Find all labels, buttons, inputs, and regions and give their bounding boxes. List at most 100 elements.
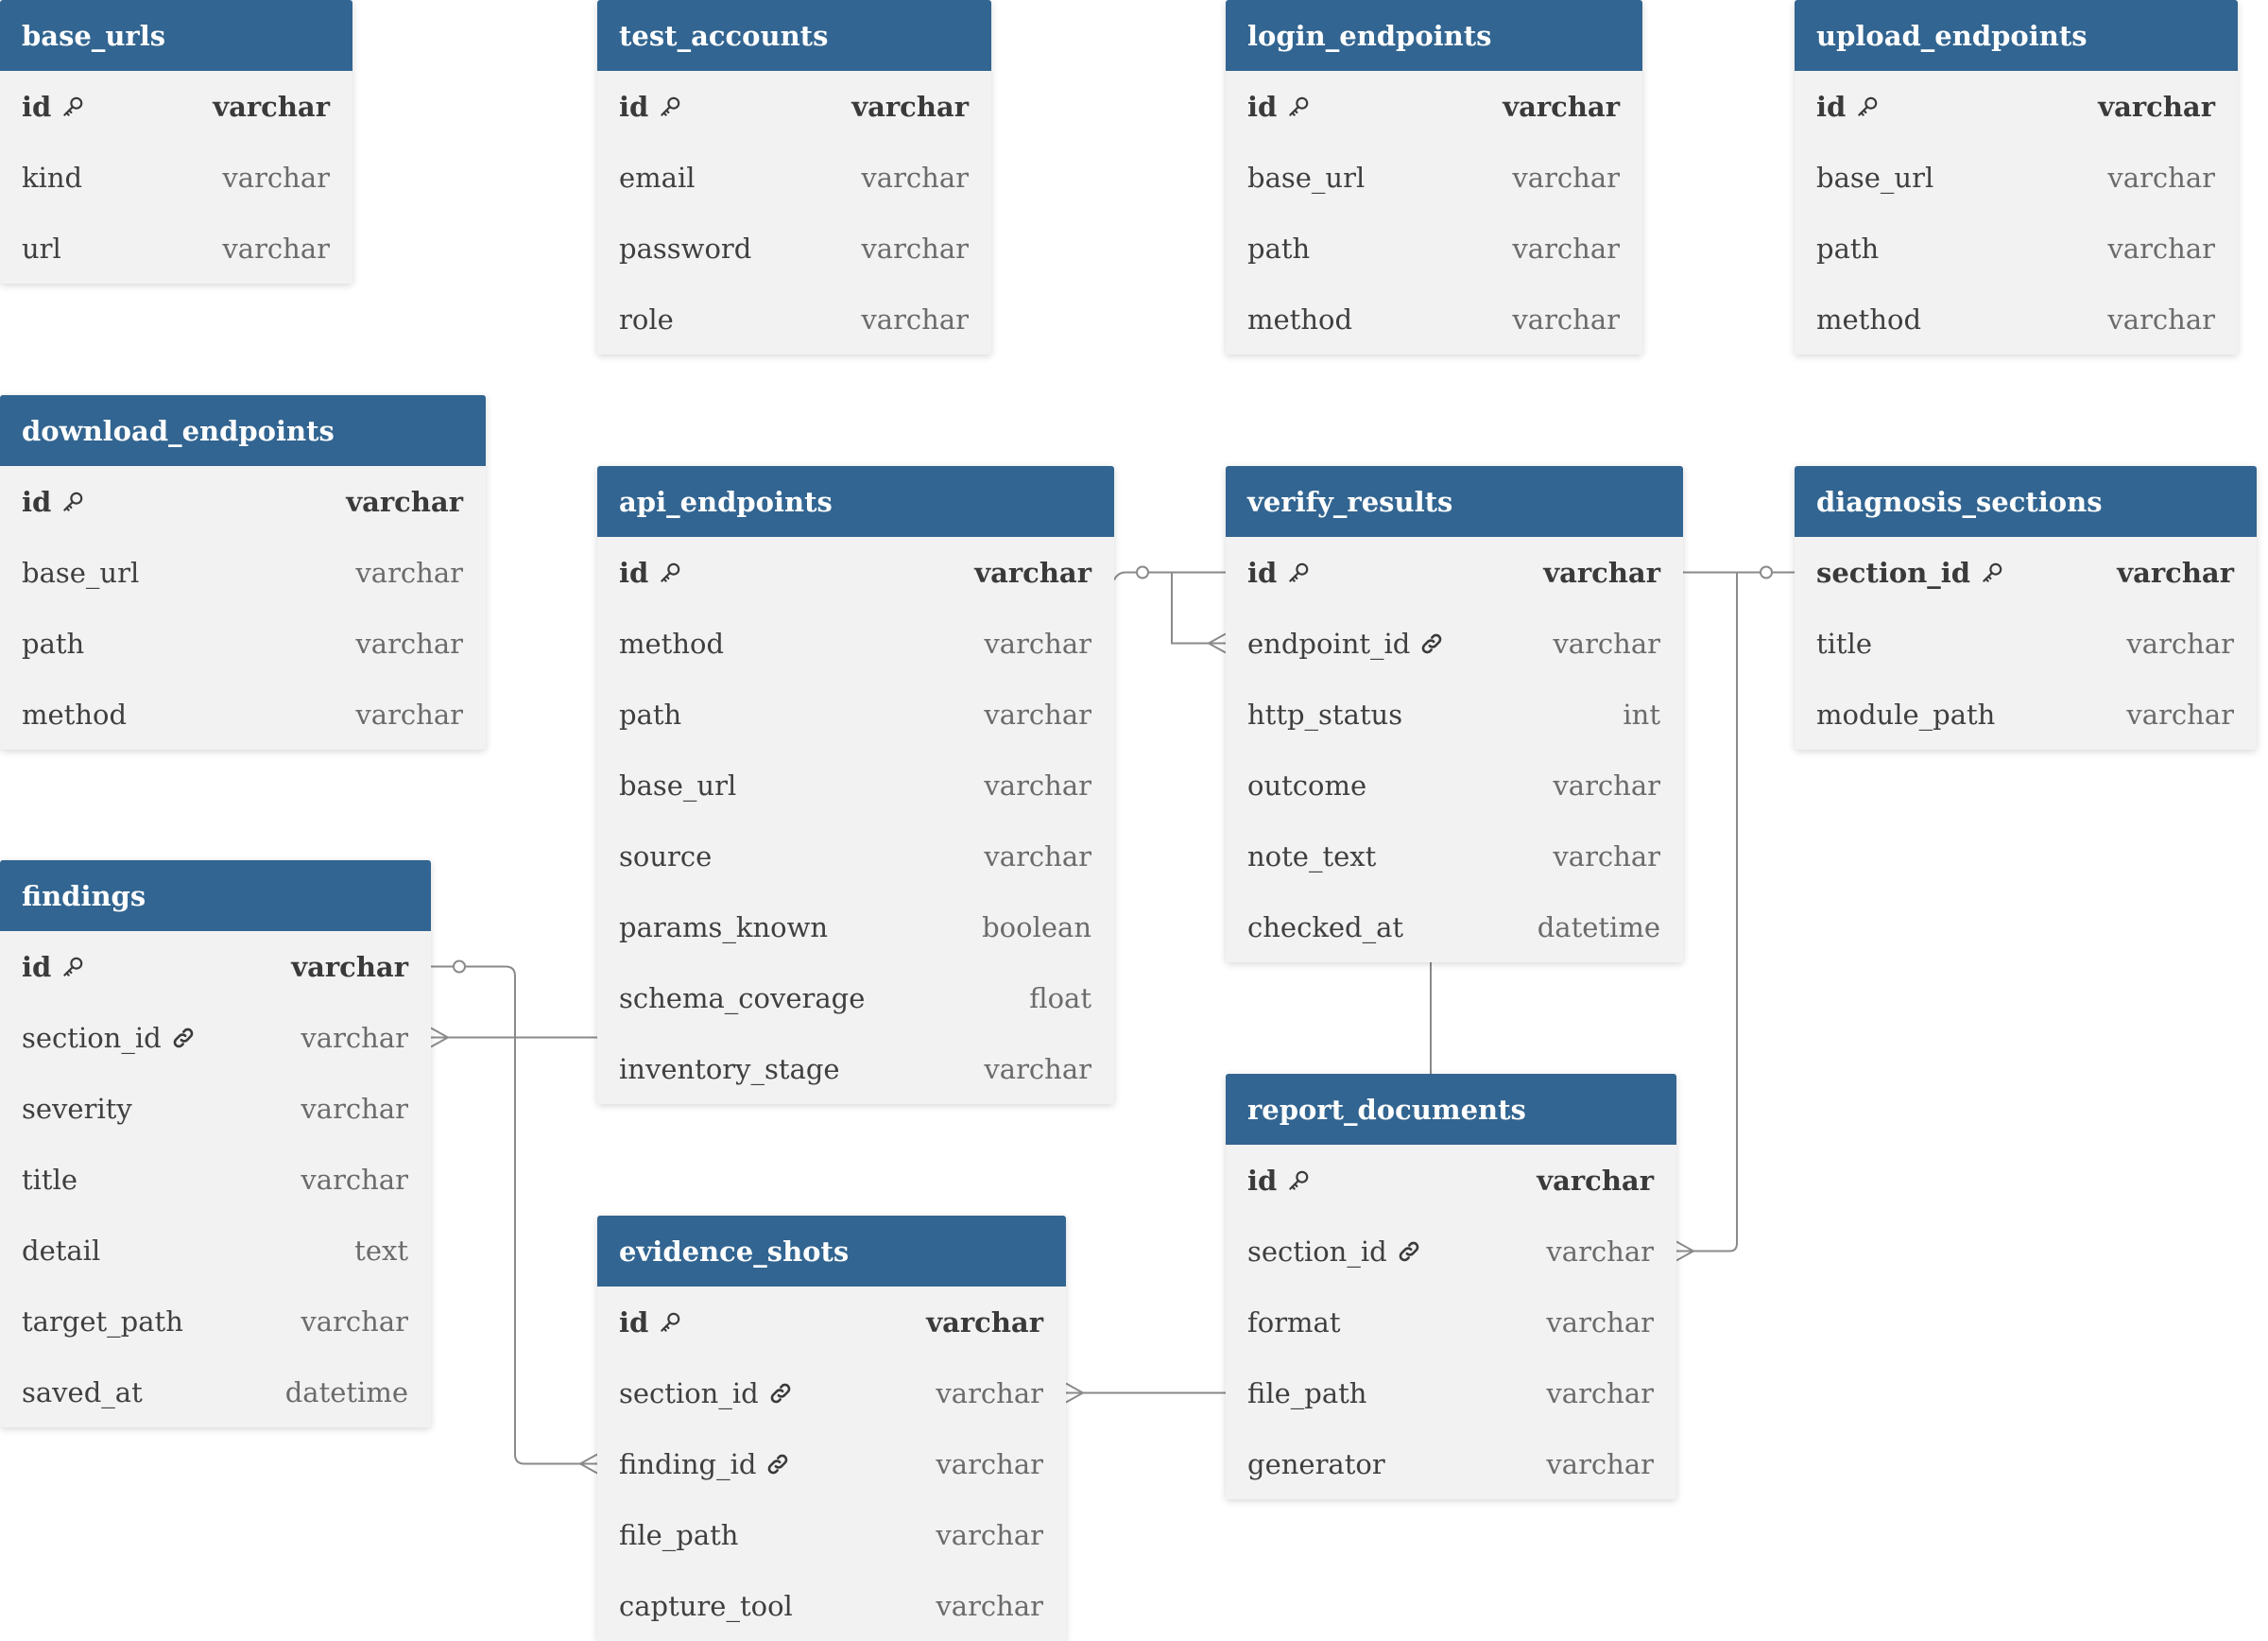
table-header[interactable]: findings <box>0 860 431 931</box>
column-name: section_id <box>1816 556 1971 589</box>
column-name-cell: section_id <box>22 1022 196 1054</box>
key-icon <box>658 561 682 585</box>
column-type: varchar <box>926 1305 1043 1339</box>
table-header[interactable]: diagnosis_sections <box>1795 466 2257 537</box>
column-name-cell: outcome <box>1247 769 1366 802</box>
column-type: varchar <box>301 1304 408 1338</box>
link-icon <box>171 1026 196 1050</box>
column-name: saved_at <box>22 1375 143 1408</box>
column-type: varchar <box>355 556 463 589</box>
table-header[interactable]: base_urls <box>0 0 352 71</box>
column-row[interactable]: saved_at datetime <box>0 1356 431 1427</box>
column-type: varchar <box>851 90 969 123</box>
table-header[interactable]: api_endpoints <box>597 466 1114 537</box>
column-type: varchar <box>974 556 1091 589</box>
column-name: url <box>22 232 61 265</box>
column-type: varchar <box>1546 1305 1654 1339</box>
column-name-cell: section_id <box>619 1377 793 1409</box>
table-header[interactable]: upload_endpoints <box>1795 0 2238 71</box>
column-name-cell: section_id <box>1816 557 2004 589</box>
table-header[interactable]: test_accounts <box>597 0 991 71</box>
table-header[interactable]: report_documents <box>1226 1074 1676 1145</box>
column-row[interactable]: section_id varchar <box>0 1002 431 1073</box>
column-name: kind <box>22 161 83 194</box>
connector-api-verify-branch <box>1171 572 1226 645</box>
column-type: varchar <box>984 698 1091 731</box>
table-header[interactable]: download_endpoints <box>0 395 486 466</box>
column-type: datetime <box>284 1375 408 1408</box>
column-name: id <box>22 950 52 983</box>
column-type: varchar <box>301 1021 408 1054</box>
table-header[interactable]: evidence_shots <box>597 1216 1066 1287</box>
column-name-cell: id <box>22 486 85 518</box>
column-name-cell: method <box>1816 303 1921 336</box>
column-name-cell: severity <box>22 1093 132 1125</box>
column-name: inventory_stage <box>619 1052 840 1085</box>
table-header[interactable]: login_endpoints <box>1226 0 1642 71</box>
table-header[interactable]: verify_results <box>1226 466 1683 537</box>
